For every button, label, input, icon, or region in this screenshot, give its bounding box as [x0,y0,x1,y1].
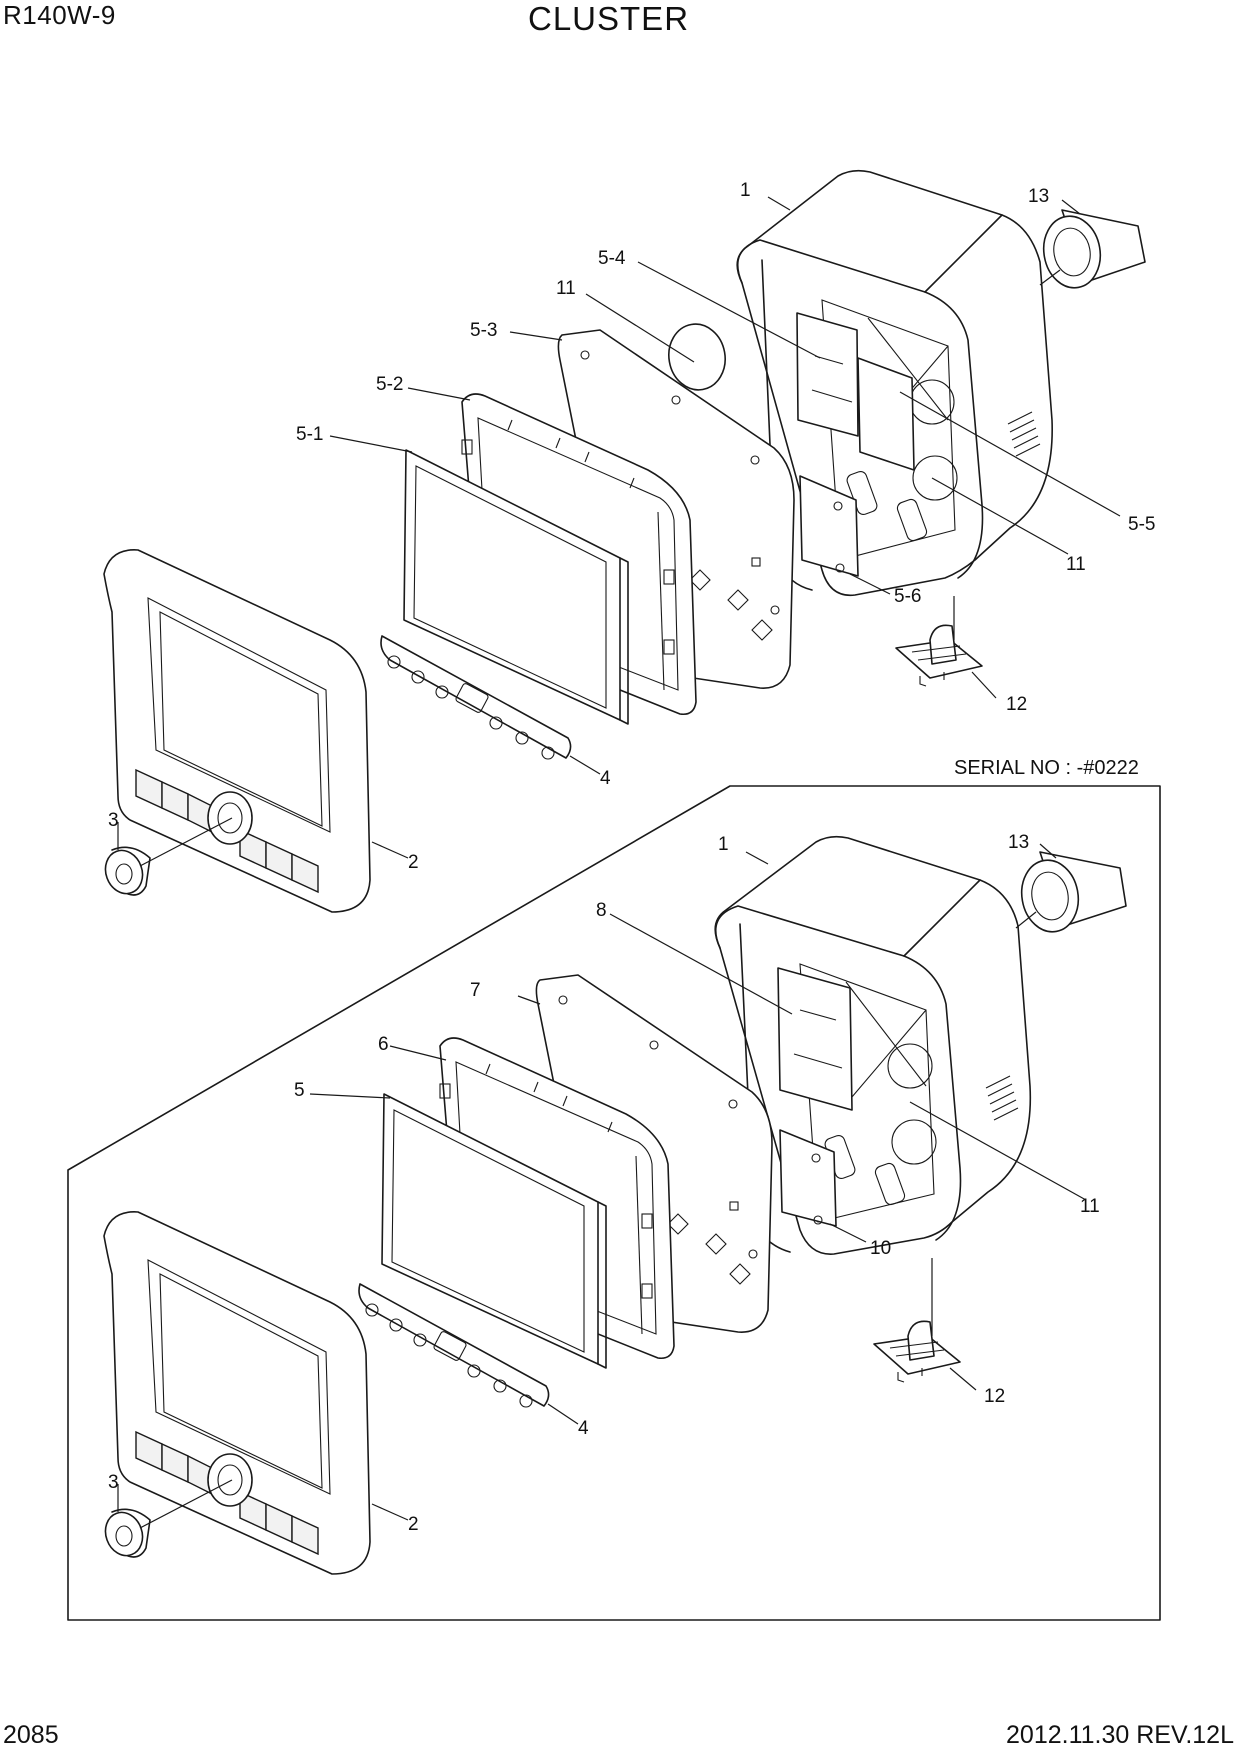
lower-assembly [103,835,1127,1575]
lower-clip-12 [873,1320,961,1383]
label-upper-2: 2 [408,852,419,873]
upper-part-labels: 1 13 5-4 11 5-3 5-2 5-1 5-5 11 5-6 12 4 … [108,180,1155,873]
upper-knob-3 [104,846,151,896]
label-lower-3: 3 [108,1472,119,1493]
lower-front-bezel-2 [103,1211,371,1575]
label-upper-5-3: 5-3 [470,320,497,341]
upper-clip-12 [895,624,983,687]
label-upper-1: 1 [740,180,751,201]
label-upper-13: 13 [1028,186,1049,207]
model-number: R140W-9 [3,0,116,30]
upper-button-board-4 [380,635,572,760]
label-lower-5: 5 [294,1080,305,1101]
label-lower-10: 10 [870,1238,891,1259]
page-number: 2085 [3,1721,59,1749]
label-upper-5-4: 5-4 [598,248,626,269]
lower-knob-3 [104,1508,151,1558]
label-upper-5-5: 5-5 [1128,514,1155,535]
upper-front-bezel-2 [103,549,371,913]
upper-board-5-6 [799,475,859,577]
upper-connector-13 [1042,209,1146,289]
revision-date: 2012.11.30 REV.12L [1006,1721,1234,1749]
label-upper-11a: 11 [556,278,576,299]
lower-board-10 [779,1129,837,1227]
lower-lcd-5 [381,1093,607,1369]
lower-button-board-4 [358,1283,550,1408]
label-lower-12: 12 [984,1386,1005,1407]
label-upper-12: 12 [1006,694,1027,715]
lower-connector-13 [1020,851,1127,933]
serial-number-note: SERIAL NO : -#0222 [954,757,1139,779]
label-upper-5-6: 5-6 [894,586,921,607]
label-lower-4: 4 [578,1418,589,1439]
serial-range-frame [67,785,1161,1621]
label-lower-7: 7 [470,980,481,1001]
label-lower-2: 2 [408,1514,419,1535]
label-upper-5-1: 5-1 [296,424,323,445]
label-upper-4: 4 [600,768,611,789]
upper-assembly [103,169,1146,913]
label-upper-11b: 11 [1066,554,1086,575]
lower-part-labels: 1 13 8 7 6 5 11 10 12 4 3 2 [108,832,1100,1535]
label-lower-6: 6 [378,1034,389,1055]
label-lower-13: 13 [1008,832,1029,853]
label-lower-11: 11 [1080,1196,1100,1217]
upper-cap-11 [668,323,726,391]
upper-lcd-5-1 [403,449,629,725]
label-lower-8: 8 [596,900,607,921]
label-lower-1: 1 [718,834,729,855]
label-upper-3: 3 [108,810,119,831]
label-upper-5-2: 5-2 [376,374,403,395]
page-title: CLUSTER [528,0,690,37]
